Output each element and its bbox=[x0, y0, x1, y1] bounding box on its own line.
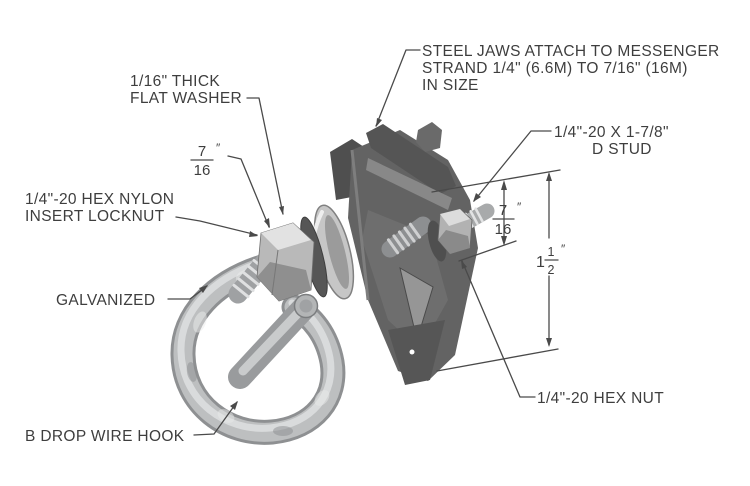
dimension-text: 7 16 ″ 7 16 ″ 1 1 2 ″ bbox=[190, 141, 566, 277]
callout-labels: STEEL JAWS ATTACH TO MESSENGER STRAND 1/… bbox=[25, 43, 720, 445]
fraction-denominator: 16 bbox=[194, 162, 211, 179]
arrowhead bbox=[473, 193, 481, 202]
arrowhead bbox=[264, 218, 270, 228]
hook-free-end bbox=[228, 293, 319, 389]
inch-mark: ″ bbox=[216, 141, 221, 155]
locknut-label-line1: 1/4"-20 HEX NYLON bbox=[25, 191, 174, 208]
flat-washer-label-line2: FLAT WASHER bbox=[130, 90, 242, 107]
arrowhead bbox=[230, 401, 238, 410]
extension-line-middle bbox=[458, 240, 517, 262]
stud-threads-center bbox=[381, 216, 432, 258]
clamp-edge-highlight bbox=[350, 149, 370, 301]
fraction-numerator: 7 bbox=[198, 143, 206, 160]
leader-flat-washer bbox=[246, 97, 284, 215]
fraction-denominator: 2 bbox=[548, 263, 555, 277]
clamp-body bbox=[330, 122, 478, 385]
steel-jaws-label-line3: IN SIZE bbox=[422, 77, 479, 94]
arrowhead bbox=[461, 260, 467, 269]
clamp-top-hex bbox=[416, 122, 442, 152]
arrowhead bbox=[249, 231, 258, 237]
arrowhead bbox=[199, 285, 208, 293]
arrowhead bbox=[501, 180, 507, 190]
leader-drop-wire-hook bbox=[193, 401, 238, 436]
dim-whole-number: 1 bbox=[536, 254, 545, 271]
arrowhead bbox=[546, 338, 552, 347]
arrowhead bbox=[546, 172, 552, 181]
dim-stud-protrusion-right: 7 16 ″ bbox=[492, 200, 522, 238]
fraction-numerator: 7 bbox=[499, 202, 507, 219]
fraction-numerator: 1 bbox=[548, 245, 555, 259]
clamp-rivet-dot bbox=[409, 349, 415, 355]
steel-jaws-label-line2: STRAND 1/4" (6.6M) TO 7/16" (16M) bbox=[422, 60, 688, 77]
clamp-bottom-wedge bbox=[388, 320, 445, 385]
locknut-label-line2: INSERT LOCKNUT bbox=[25, 208, 165, 225]
leader-locknut bbox=[175, 216, 258, 236]
hex-nut-right bbox=[437, 208, 473, 255]
dimension-lines bbox=[431, 169, 561, 372]
galvanized-texture bbox=[186, 269, 330, 436]
arrowhead bbox=[376, 118, 382, 127]
leader-washer-offset bbox=[227, 155, 270, 228]
hex-nut-label: 1/4"-20 HEX NUT bbox=[537, 390, 664, 407]
hex-locknut bbox=[256, 222, 315, 302]
inch-mark: ″ bbox=[517, 200, 522, 214]
arrowhead bbox=[501, 236, 507, 246]
leader-lines bbox=[167, 49, 552, 436]
clamp-cutout bbox=[399, 266, 434, 342]
dim-washer-offset-left: 7 16 ″ bbox=[190, 141, 221, 179]
jaw-slot-edge bbox=[366, 158, 452, 210]
right-stud-assembly bbox=[427, 203, 495, 262]
flat-washer-label-line1: 1/16" THICK bbox=[130, 73, 220, 90]
drop-wire-hook-label: B DROP WIRE HOOK bbox=[25, 428, 185, 445]
extension-line-bottom bbox=[436, 348, 559, 372]
d-stud-label-line2: D STUD bbox=[592, 141, 652, 158]
arrowhead bbox=[279, 206, 284, 215]
hook-end-face-center bbox=[299, 299, 313, 313]
drop-wire-hook-loop bbox=[170, 254, 346, 445]
inch-mark: ″ bbox=[561, 242, 566, 256]
leader-hex-nut bbox=[461, 260, 536, 398]
fraction-denominator: 16 bbox=[495, 221, 512, 238]
extension-line-top bbox=[431, 169, 561, 193]
dim-overall-length: 1 1 2 ″ bbox=[536, 242, 566, 277]
d-stud-label-line1: 1/4"-20 X 1-7/8" bbox=[554, 124, 669, 141]
leader-steel-jaws bbox=[375, 49, 421, 127]
steel-jaws-label-line1: STEEL JAWS ATTACH TO MESSENGER bbox=[422, 43, 720, 60]
steel-jaw-upper bbox=[366, 124, 456, 194]
galvanized-label: GALVANIZED bbox=[56, 292, 155, 309]
leader-d-stud bbox=[473, 130, 552, 202]
washer-stack bbox=[228, 204, 355, 304]
